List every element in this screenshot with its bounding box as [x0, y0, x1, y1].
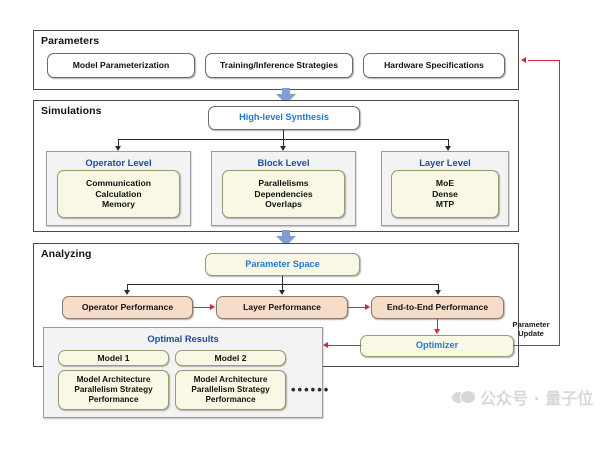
- connector-optimizer-to-results: [328, 345, 361, 347]
- node-model-2-details[interactable]: Model Architecture Parallelism Strategy …: [175, 370, 286, 410]
- connector-ps-stem: [282, 276, 284, 285]
- watermark: 公众号 · 量子位: [452, 385, 593, 409]
- node-operator-level-body[interactable]: Communication Calculation Memory: [57, 170, 180, 218]
- panel-block-level-title: Block Level: [257, 157, 310, 168]
- node-training-inference-strategies[interactable]: Training/Inference Strategies: [205, 53, 353, 78]
- panel-optimal-results-title: Optimal Results: [147, 333, 219, 344]
- arrowhead-operator-to-layer: [210, 304, 215, 310]
- arrowhead-layer-performance: [279, 290, 285, 295]
- node-high-level-synthesis[interactable]: High-level Synthesis: [208, 106, 360, 130]
- connector-hls-stem: [283, 130, 285, 140]
- section-analyzing-title: Analyzing: [41, 248, 92, 260]
- node-layer-level-body[interactable]: MoE Dense MTP: [391, 170, 499, 218]
- arrow-head: [276, 94, 296, 104]
- node-parameter-space[interactable]: Parameter Space: [205, 253, 360, 276]
- connector-operator-to-layer: [193, 307, 210, 309]
- node-end-to-end-performance[interactable]: End-to-End Performance: [371, 296, 504, 319]
- connector-hls-to-operator: [118, 139, 120, 147]
- label-parameter-update: Parameter Update: [512, 320, 550, 339]
- section-parameters-title: Parameters: [41, 35, 100, 47]
- connector-hls-to-layer: [448, 139, 450, 147]
- arrowhead-block-level: [280, 146, 286, 151]
- connector-ps-to-layer-perf: [282, 284, 284, 291]
- arrowhead-operator-performance: [124, 290, 130, 295]
- panel-operator-level-title: Operator Level: [85, 157, 152, 168]
- node-layer-performance[interactable]: Layer Performance: [216, 296, 348, 319]
- node-hardware-specifications[interactable]: Hardware Specifications: [363, 53, 505, 78]
- arrowhead-layer-level: [445, 146, 451, 151]
- optimal-results-ellipsis: ••••••: [291, 382, 331, 397]
- node-block-level-body[interactable]: Parallelisms Dependencies Overlaps: [222, 170, 345, 218]
- connector-ps-to-e2e-perf: [438, 284, 440, 291]
- connector-ps-to-operator-perf: [127, 284, 129, 291]
- connector-e2e-to-optimizer: [437, 319, 439, 330]
- arrowhead-feedback-to-parameters: [521, 57, 526, 63]
- node-model-parameterization[interactable]: Model Parameterization: [47, 53, 195, 78]
- arrowhead-operator-level: [115, 146, 121, 151]
- arrow-shaft: [282, 88, 290, 95]
- feedback-segment-to-parameters: [528, 60, 560, 62]
- arrow-shaft: [282, 230, 290, 237]
- arrowhead-e2e-performance: [435, 290, 441, 295]
- connector-hls-to-block: [283, 139, 285, 147]
- flow-arrow-parameters-to-simulations: [276, 88, 296, 104]
- section-simulations-title: Simulations: [41, 105, 102, 117]
- feedback-segment-vertical: [559, 60, 561, 346]
- node-model-1-details[interactable]: Model Architecture Parallelism Strategy …: [58, 370, 169, 410]
- node-model-2-name[interactable]: Model 2: [175, 350, 286, 366]
- node-operator-performance[interactable]: Operator Performance: [62, 296, 193, 319]
- arrowhead-optimizer-to-results: [323, 342, 328, 348]
- arrowhead-e2e-to-optimizer: [434, 329, 440, 334]
- node-optimizer[interactable]: Optimizer: [360, 335, 514, 357]
- node-model-1-name[interactable]: Model 1: [58, 350, 169, 366]
- arrowhead-layer-to-e2e: [365, 304, 370, 310]
- feedback-segment-from-optimizer: [513, 345, 560, 347]
- flow-arrow-simulations-to-analyzing: [276, 230, 296, 246]
- arrow-head: [276, 236, 296, 246]
- watermark-text: 公众号 · 量子位: [480, 389, 594, 408]
- connector-layer-to-e2e: [348, 307, 365, 309]
- panel-layer-level-title: Layer Level: [419, 157, 471, 168]
- wechat-icon: [452, 389, 476, 405]
